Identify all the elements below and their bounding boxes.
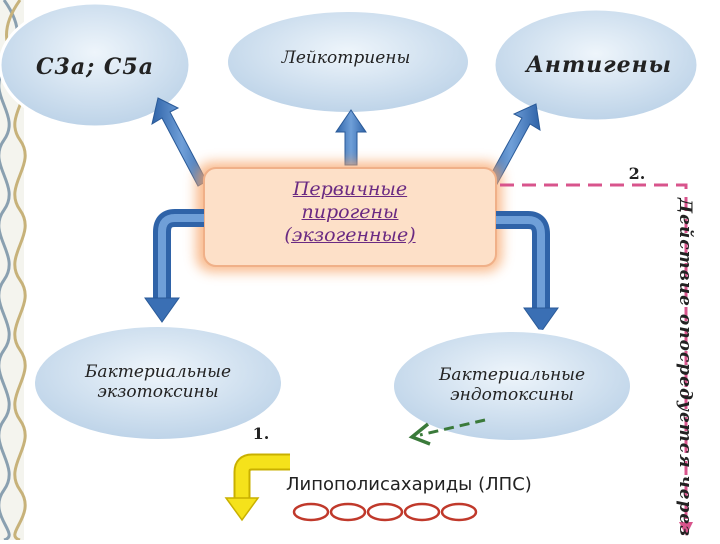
- arrow-to-endotoxins: [496, 211, 559, 333]
- exotoxins-line-2: экзотоксины: [97, 382, 219, 403]
- arrow-to-antigens: [480, 103, 541, 187]
- lps-chain-link: [366, 502, 404, 522]
- lps-chain-link: [329, 502, 367, 522]
- lps-chain-link: [292, 502, 330, 522]
- endotoxin-to-lps-arrow: [408, 418, 486, 446]
- lps-chain-link: [440, 502, 478, 522]
- exotoxins-line-1: Бактериальные: [84, 362, 232, 382]
- endotoxins-ellipse: [390, 328, 634, 444]
- arrow-to-exotoxins: [144, 209, 204, 323]
- antigens-ellipse: [492, 7, 700, 123]
- antigens-label: Антигены: [525, 52, 673, 78]
- primary-line-1: Первичные: [292, 178, 408, 200]
- leukotrienes-label: Лейкотриены: [281, 48, 411, 68]
- primary-line-3: (экзогенные): [284, 223, 416, 246]
- marker-two: 2.: [628, 164, 646, 183]
- endotoxins-line-1: Бактериальные: [438, 365, 586, 385]
- endotoxins-label: Бактериальные эндотоксины: [396, 365, 628, 406]
- exotoxins-label: Бактериальные экзотоксины: [40, 362, 276, 403]
- endotoxins-line-2: эндотоксины: [450, 385, 574, 406]
- yellow-bent-arrow: [224, 453, 290, 522]
- marker-one: 1.: [252, 424, 270, 443]
- primary-line-2: пирогены: [301, 200, 399, 223]
- c3a-c5a-ellipse: [0, 1, 192, 129]
- c3a-c5a-label: C3a; C5a: [36, 54, 154, 80]
- primary-pyrogens-label: Первичные пирогены (экзогенные): [214, 178, 486, 246]
- lps-chain: [292, 502, 478, 522]
- lps-label: Липополисахариды (ЛПС): [286, 474, 532, 495]
- exotoxins-ellipse: [31, 323, 285, 443]
- lps-chain-link: [403, 502, 441, 522]
- arrow-to-c3a: [151, 97, 213, 187]
- mediation-dashed-line: [500, 183, 693, 536]
- mediation-side-label: Действие опосредуется через: [675, 198, 695, 538]
- arrow-to-leukotrienes: [335, 109, 367, 166]
